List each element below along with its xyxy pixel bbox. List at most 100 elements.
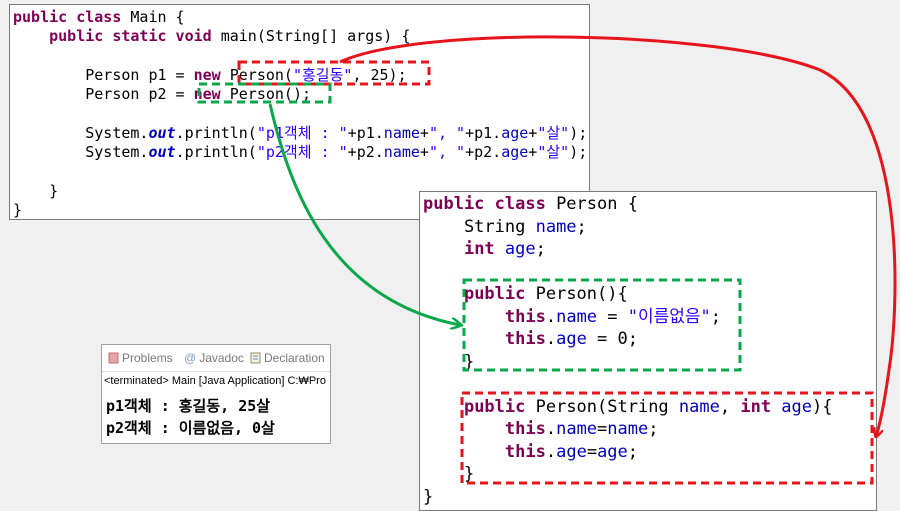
code-token: ;: [627, 441, 639, 462]
code-token: Person();: [229, 85, 312, 104]
code-token: public static void: [49, 27, 221, 46]
code-token: }: [423, 351, 475, 372]
console-tab-bar: Problems @ Javadoc Declaration: [102, 345, 330, 372]
code-token: name: [607, 419, 649, 439]
console-output-line: p2객체 : 이름없음, 0살: [106, 419, 275, 437]
code-token: ;: [576, 216, 587, 237]
code-token: Person(: [229, 65, 293, 84]
code-token: +p2.: [347, 143, 384, 162]
code-token: =: [597, 419, 608, 439]
code-line: public static void main(String[] args) {: [13, 27, 410, 45]
code-line: this.name=name;: [423, 418, 659, 440]
code-token: name: [383, 143, 420, 162]
code-token: main(String[] args) {: [220, 27, 411, 46]
code-token: [13, 27, 49, 45]
main-code-editor[interactable]: public class Main { public static void m…: [9, 4, 590, 220]
console-status: <terminated> Main [Java Application] C:₩…: [104, 375, 326, 387]
code-token: [423, 284, 464, 304]
code-line: public Person(){: [423, 283, 628, 305]
code-token: [423, 442, 505, 462]
code-token: int: [463, 239, 505, 259]
code-token: "살": [537, 143, 570, 162]
code-token: [423, 329, 505, 349]
code-line: String name;: [423, 216, 587, 238]
code-token: );: [569, 143, 588, 162]
code-token: .println(: [175, 143, 257, 162]
code-token: String: [423, 216, 536, 237]
code-token: age: [501, 123, 529, 142]
code-token: "이름없음": [627, 306, 711, 327]
code-line: int age;: [423, 238, 546, 260]
code-token: =: [597, 306, 628, 327]
code-token: "p2객체 : ": [256, 143, 348, 162]
code-token: name: [678, 396, 720, 417]
code-token: System.: [13, 143, 149, 162]
declaration-icon: [250, 352, 261, 364]
code-token: this: [504, 329, 546, 349]
tab-problems-label: Problems: [122, 351, 173, 365]
code-token: +p1.: [347, 123, 384, 142]
code-token: }: [423, 464, 475, 484]
code-token: [423, 239, 464, 259]
code-token: this: [504, 419, 546, 439]
code-token: .: [545, 306, 557, 327]
code-token: public: [463, 284, 536, 304]
code-token: .: [545, 419, 557, 439]
code-token: name: [383, 123, 420, 142]
code-token: this: [504, 306, 546, 327]
code-token: +: [419, 143, 429, 162]
code-token: name: [556, 419, 598, 439]
code-token: name: [556, 306, 598, 327]
person-code-editor[interactable]: public class Person { String name; int a…: [419, 191, 877, 511]
code-token: +: [419, 123, 429, 142]
code-token: .: [545, 441, 557, 462]
tab-declaration[interactable]: Declaration: [250, 351, 325, 365]
code-token: ){: [812, 396, 833, 417]
code-line: System.out.println("p1객체 : "+p1.name+", …: [13, 124, 587, 142]
code-token: age: [781, 396, 813, 417]
code-token: , 25);: [352, 65, 407, 84]
code-token: "p1객체 : ": [256, 123, 348, 142]
code-token: out: [148, 123, 176, 142]
code-token: ;: [710, 306, 722, 327]
code-token: age: [597, 441, 628, 462]
tab-problems[interactable]: Problems: [108, 351, 173, 365]
problems-icon: [108, 352, 119, 364]
code-token: }: [13, 181, 59, 200]
code-token: public class: [13, 8, 131, 26]
code-token: +p1.: [465, 123, 502, 142]
code-token: ", ": [428, 123, 466, 142]
code-token: "홍길동": [292, 65, 353, 84]
code-line: public class Person {: [423, 193, 638, 215]
code-token: age: [504, 239, 536, 259]
code-line: public Person(String name, int age){: [423, 396, 833, 418]
code-line: Person p2 = new Person();: [13, 85, 311, 103]
code-token: Person p1 =: [13, 65, 194, 84]
code-token: Person p2 =: [13, 85, 194, 104]
code-token: age: [501, 143, 529, 162]
code-token: }: [13, 201, 23, 219]
code-token: name: [535, 216, 577, 237]
code-token: +: [528, 123, 538, 142]
code-token: [423, 419, 505, 439]
tab-declaration-label: Declaration: [264, 351, 325, 365]
code-token: .println(: [175, 123, 257, 142]
code-token: this: [504, 441, 546, 462]
code-token: [423, 397, 464, 417]
console-output-line: p1객체 : 홍길동, 25살: [106, 397, 271, 415]
javadoc-icon: @: [184, 351, 197, 365]
code-line: this.name = "이름없음";: [423, 306, 721, 328]
code-token: public class: [423, 194, 557, 214]
code-token: Person(){: [535, 284, 628, 304]
code-token: age: [556, 441, 587, 462]
code-token: );: [569, 123, 588, 142]
code-token: [423, 307, 505, 327]
code-token: +: [528, 143, 538, 162]
code-line: }: [423, 463, 474, 485]
code-token: ", ": [428, 143, 466, 162]
code-line: System.out.println("p2객체 : "+p2.name+", …: [13, 143, 587, 161]
code-token: "살": [537, 123, 570, 142]
code-token: Person {: [556, 194, 638, 214]
tab-javadoc[interactable]: @ Javadoc: [184, 351, 244, 365]
code-line: }: [13, 201, 22, 219]
